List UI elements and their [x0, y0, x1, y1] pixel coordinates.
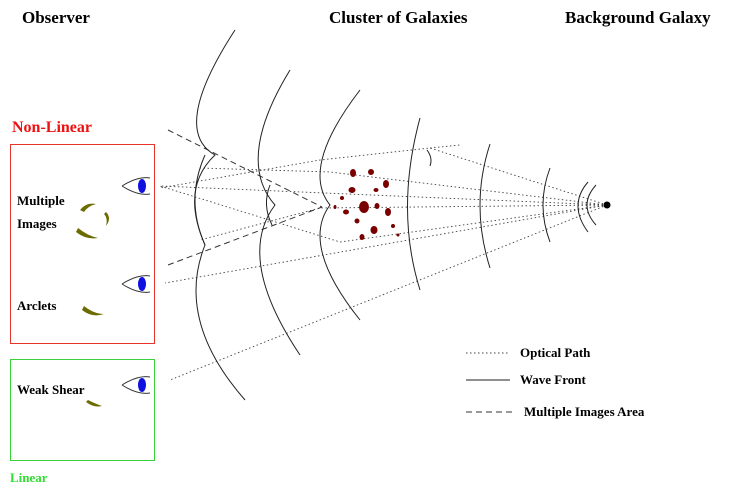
- galaxy-blob: [343, 209, 349, 215]
- optical-path: [169, 204, 608, 381]
- multiple-images-label-line2: Images: [17, 216, 57, 231]
- nonlinear-box: [10, 144, 155, 344]
- galaxy-blob: [354, 218, 360, 224]
- galaxy-blob: [373, 188, 379, 192]
- header-cluster: Cluster of Galaxies: [329, 8, 468, 27]
- lensed-images: [76, 203, 109, 407]
- eye-icon: [121, 275, 151, 293]
- galaxy-blob: [350, 169, 356, 177]
- wave-front: [266, 184, 273, 226]
- galaxy-blob: [333, 205, 337, 209]
- nonlinear-label: Non-Linear: [12, 119, 92, 136]
- wave-front: [407, 117, 421, 291]
- wave-front: [479, 143, 491, 269]
- galaxy-point-icon: [603, 201, 611, 209]
- galaxy-blob: [348, 187, 356, 193]
- lensing-arc-icon: [86, 400, 102, 407]
- optical-path: [159, 185, 608, 206]
- wave-front: [257, 69, 301, 356]
- arclets-label: Arclets: [17, 298, 57, 313]
- wave-fronts: [194, 29, 597, 401]
- galaxy-blob: [374, 203, 380, 209]
- galaxy-blob: [340, 196, 344, 200]
- multiple-images-area: [167, 129, 323, 266]
- galaxy-blob: [370, 226, 378, 234]
- lensing-arc-icon: [82, 306, 104, 316]
- optical-path: [159, 185, 608, 243]
- galaxy-blob: [391, 224, 395, 228]
- lensing-arc-icon: [76, 228, 98, 239]
- galaxy-blob: [385, 208, 391, 216]
- optical-path: [164, 204, 608, 284]
- galaxy-blob: [368, 169, 374, 175]
- weak-shear-label: Weak Shear: [17, 382, 85, 397]
- header-observer: Observer: [22, 8, 90, 27]
- galaxy-blob: [396, 233, 400, 237]
- linear-box: [10, 359, 155, 461]
- lensing-arc-icon: [80, 203, 96, 212]
- galaxy-blob: [359, 201, 369, 213]
- lensing-arc-icon: [104, 212, 109, 226]
- wave-front: [426, 149, 432, 167]
- multiple-images-label-line1: Multiple: [17, 193, 65, 208]
- optical-path: [199, 167, 608, 206]
- wave-front: [542, 167, 551, 243]
- legend-multiple-images-area-label: Multiple Images Area: [524, 404, 645, 419]
- wave-front: [194, 29, 246, 401]
- optical-path: [159, 147, 608, 206]
- galaxy-blob: [359, 234, 365, 240]
- header-background-galaxy: Background Galaxy: [565, 8, 711, 27]
- wave-front: [194, 154, 206, 246]
- legend-wave-front-label: Wave Front: [520, 372, 586, 387]
- galaxy-cluster: [333, 169, 400, 240]
- galaxy-blob: [383, 180, 389, 188]
- linear-label: Linear: [10, 470, 48, 485]
- wave-front: [319, 89, 361, 321]
- wave-front: [586, 184, 597, 226]
- wave-front: [577, 181, 589, 233]
- legend-optical-path-label: Optical Path: [520, 345, 591, 360]
- optical-paths: [159, 144, 608, 381]
- eye-icon: [121, 376, 151, 394]
- optical-path: [429, 144, 461, 149]
- eye-icon: [121, 177, 151, 195]
